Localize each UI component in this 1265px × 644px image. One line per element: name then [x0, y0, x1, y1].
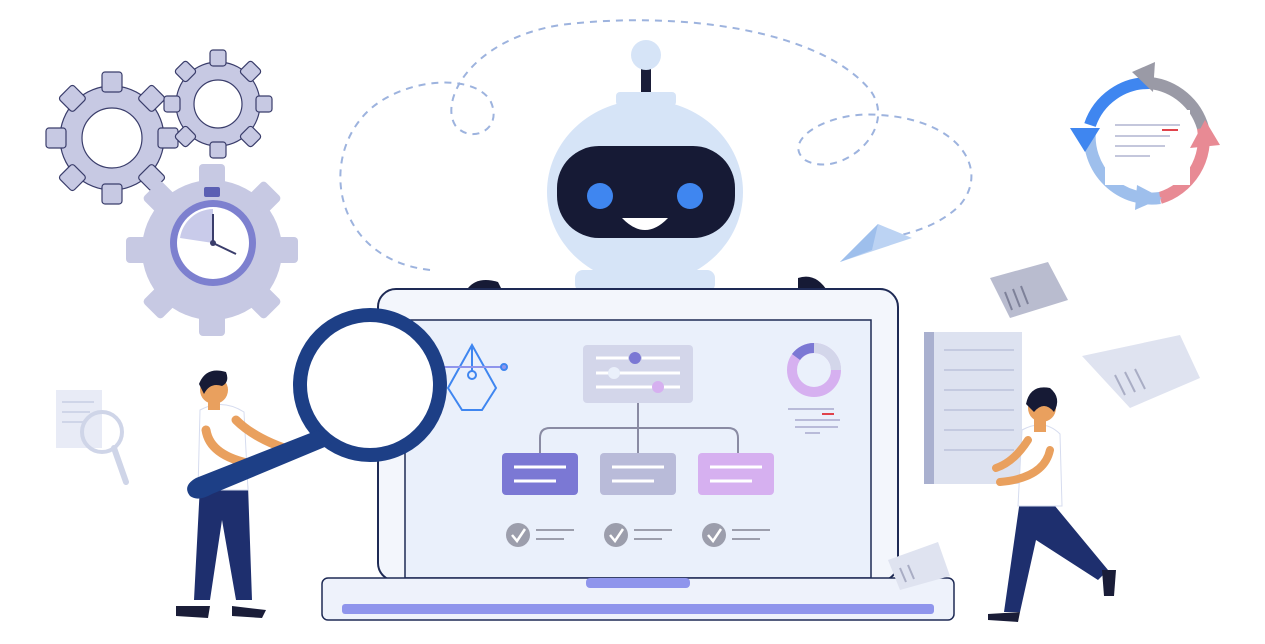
document-icon [990, 262, 1068, 318]
document-icon [1105, 110, 1190, 185]
document-icon [56, 390, 129, 485]
person-icon [988, 387, 1116, 622]
checkmark-icon [604, 523, 672, 547]
workflow-connectors [539, 403, 739, 455]
stopwatch-icon [170, 187, 256, 286]
workflow-node-gray [600, 453, 676, 495]
gear-icon [45, 71, 179, 205]
workflow-node-purple [502, 453, 578, 495]
gear-icon [163, 49, 273, 159]
checkmark-icon [702, 523, 770, 547]
magnifier-icon [187, 308, 447, 499]
workflow-node-pink [698, 453, 774, 495]
robot-icon [468, 40, 828, 296]
document-icon [888, 542, 950, 590]
workflow-root-node [583, 345, 693, 403]
document-icon [1082, 335, 1200, 408]
checkmark-icon [506, 523, 574, 547]
dashed-flight-path [339, 19, 973, 271]
paper-plane-icon [840, 224, 912, 262]
donut-chart-icon [787, 343, 841, 434]
